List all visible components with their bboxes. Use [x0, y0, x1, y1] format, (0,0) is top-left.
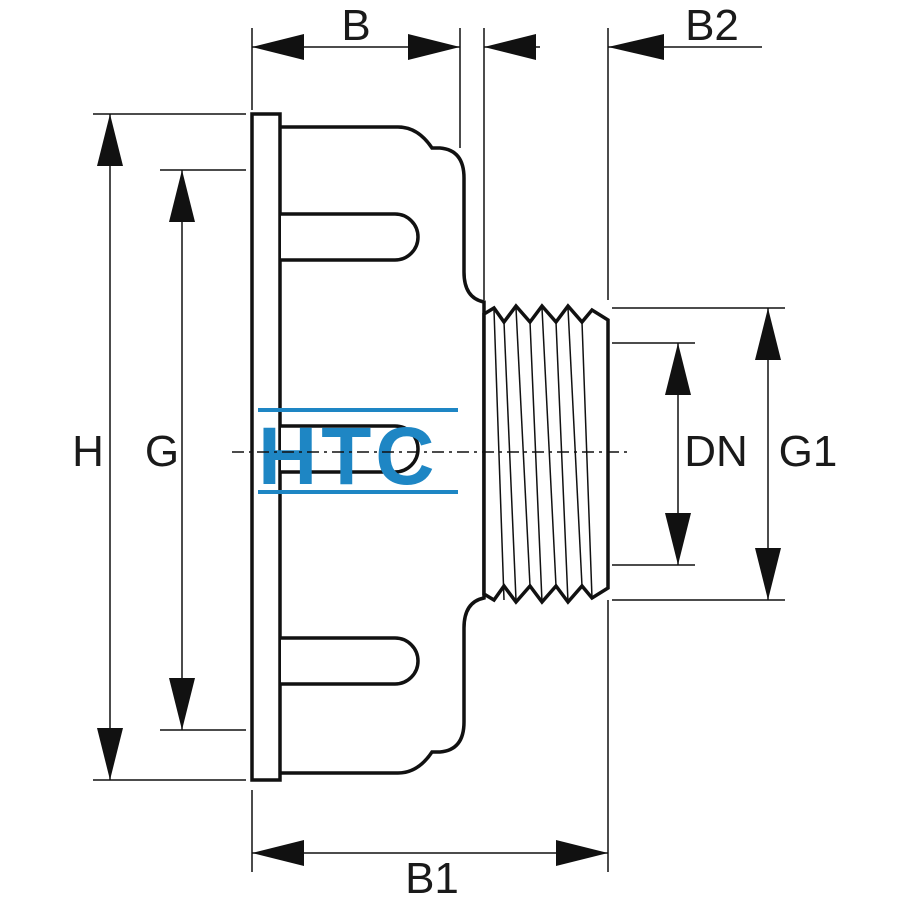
- grip-slot-bottom: [281, 636, 420, 686]
- grip-slot-middle: [281, 424, 420, 474]
- cap-nut-body: [250, 112, 610, 782]
- logo-text: HTC: [258, 411, 439, 502]
- extension-lines: [93, 28, 785, 872]
- label-dn: DN: [684, 427, 748, 476]
- label-b: B: [341, 1, 370, 50]
- dimension-lines: [97, 34, 781, 866]
- label-g1: G1: [779, 427, 838, 476]
- threaded-spigot: [482, 303, 610, 605]
- label-h: H: [72, 427, 104, 476]
- label-b1: B1: [405, 854, 459, 901]
- dimension-labels: B B2 B1 H G DN G1: [72, 1, 837, 901]
- flange-plate: [250, 112, 282, 782]
- thread-lines: [493, 307, 593, 603]
- label-g: G: [145, 427, 179, 476]
- label-b2: B2: [685, 1, 739, 50]
- htc-logo: HTC: [258, 408, 458, 502]
- grip-slot-top: [281, 212, 420, 262]
